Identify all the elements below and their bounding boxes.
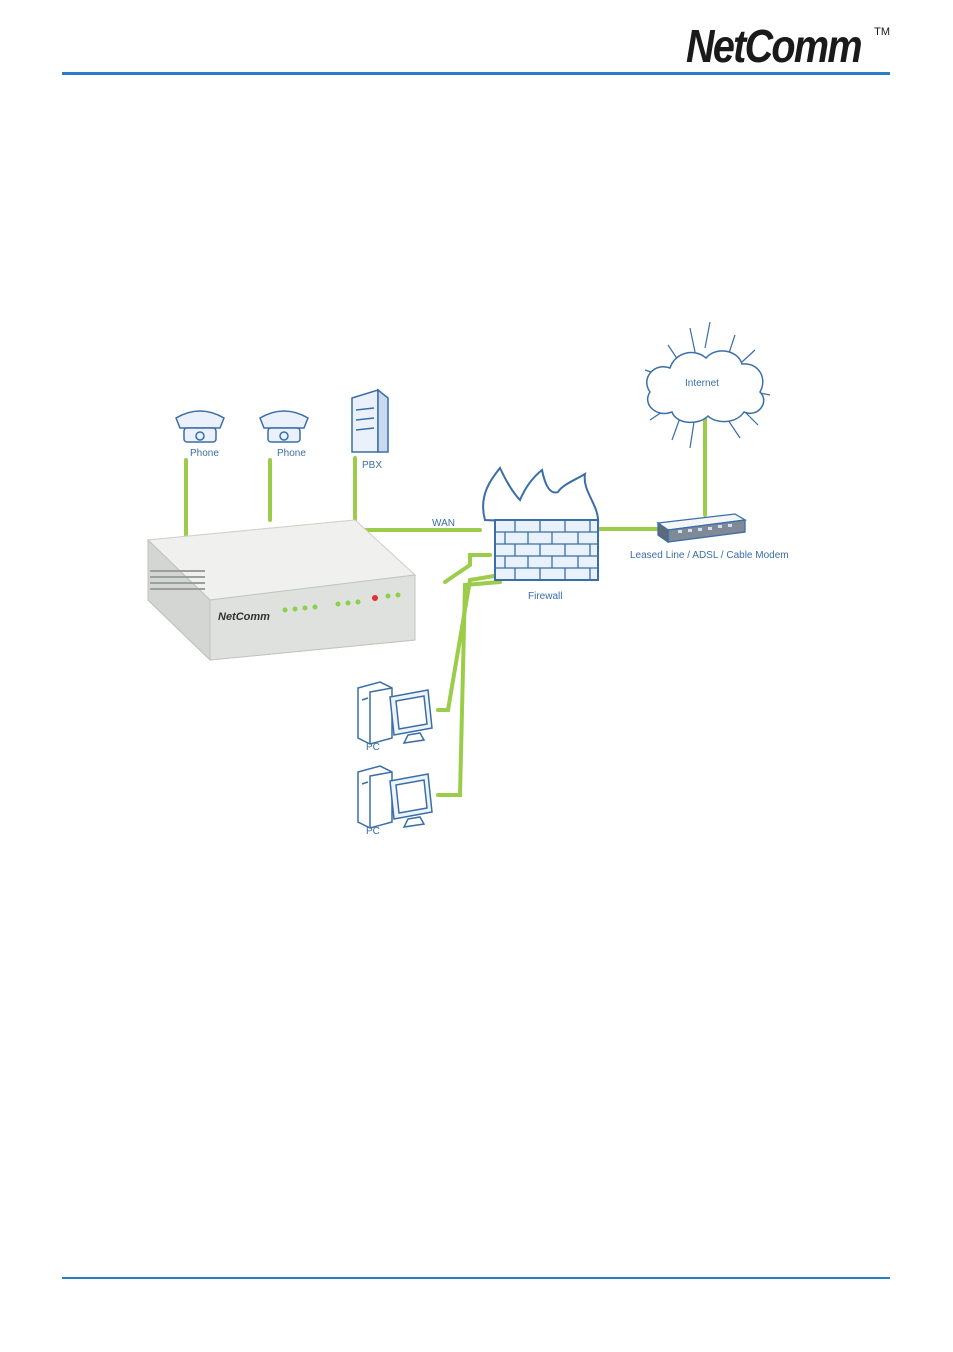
phone-2-label: Phone xyxy=(277,448,306,459)
pc1-link xyxy=(438,575,500,710)
internet-label: Internet xyxy=(685,378,719,389)
pc-2-icon xyxy=(358,766,432,828)
phone-2-icon xyxy=(260,411,308,442)
phone-1-label: Phone xyxy=(190,448,219,459)
footer-rule xyxy=(62,1277,890,1279)
pc-1-icon xyxy=(358,682,432,744)
firewall-label: Firewall xyxy=(528,591,562,602)
voip-router: NetComm xyxy=(148,520,415,660)
wan-label: WAN xyxy=(432,518,455,529)
modem-icon xyxy=(658,514,745,542)
pc2-link xyxy=(438,582,500,795)
firewall-icon xyxy=(483,468,598,580)
pc-1-label: PC xyxy=(366,742,380,753)
pbx-label: PBX xyxy=(362,460,382,471)
pc-2-label: PC xyxy=(366,826,380,837)
pbx-icon xyxy=(352,390,388,452)
phone-1-icon xyxy=(176,411,224,442)
modem-label: Leased Line / ADSL / Cable Modem xyxy=(630,550,789,561)
device-brand: NetComm xyxy=(218,611,270,623)
